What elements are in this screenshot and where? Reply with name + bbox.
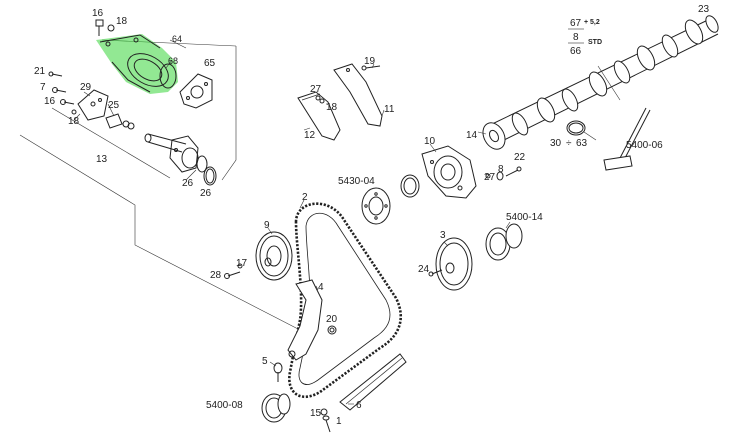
label-63: 63: [576, 138, 588, 149]
label-26b: 26: [200, 188, 212, 199]
washer-18-top[interactable]: [107, 24, 115, 32]
label-21: 21: [34, 66, 46, 77]
label-5430-04: 5430-04: [338, 176, 375, 187]
crank-sprocket-9[interactable]: [255, 231, 293, 281]
sprocket-5430-04[interactable]: [361, 187, 391, 225]
label-1: 1: [336, 416, 342, 427]
label-14: 14: [466, 130, 478, 141]
fraction-std: STD: [588, 39, 602, 46]
bolt-16-top[interactable]: [95, 19, 104, 36]
fraction-leader: [597, 65, 621, 101]
plug-20[interactable]: [327, 325, 337, 335]
fraction-num1: 67: [570, 18, 582, 29]
thermostat-housing-part[interactable]: [96, 34, 178, 94]
sprocket-5400-14[interactable]: [485, 223, 523, 261]
label-13: 13: [96, 154, 108, 165]
label-18c: 18: [326, 102, 338, 113]
chain-guide-12[interactable]: [297, 91, 341, 141]
label-17: 17: [236, 258, 248, 269]
label-15: 15: [310, 408, 322, 419]
bolt-19[interactable]: [361, 65, 381, 71]
o-rings-26[interactable]: [196, 155, 217, 186]
valve-5400-06[interactable]: [603, 107, 651, 171]
chain-guide-6[interactable]: [339, 353, 407, 411]
cam-sprocket-housing-10[interactable]: [421, 145, 477, 199]
label-20: 20: [326, 314, 338, 325]
label-12: 12: [304, 130, 316, 141]
label-28: 28: [210, 270, 222, 281]
label-29: 29: [80, 82, 92, 93]
seal-ring[interactable]: [400, 174, 420, 198]
bolts-15-1[interactable]: [320, 408, 331, 433]
label-30-sep: ÷: [566, 138, 572, 149]
label-68: 68: [168, 56, 178, 66]
fitting-25[interactable]: [105, 113, 135, 130]
label-30: 30: [550, 138, 562, 149]
size-fraction-annotation: 67 + 5,2 8 66 STD: [568, 18, 602, 57]
leader-lines: [73, 39, 597, 405]
camshaft-23[interactable]: [479, 14, 721, 153]
label-8: 8: [498, 164, 504, 175]
label-16b: 16: [44, 96, 56, 107]
label-3: 3: [440, 230, 446, 241]
tensioner-rail-4[interactable]: [287, 279, 323, 361]
bolt-5[interactable]: [273, 362, 283, 382]
bolts-21-7-16[interactable]: [48, 71, 77, 115]
label-9: 9: [264, 220, 270, 231]
chain-guide-11[interactable]: [333, 63, 383, 127]
label-4: 4: [318, 282, 324, 293]
bolt-27-18[interactable]: [315, 95, 325, 104]
label-26a: 26: [182, 178, 194, 189]
label-27: 27: [310, 84, 322, 95]
label-5: 5: [262, 356, 268, 367]
fraction-num2: 8: [573, 32, 579, 43]
water-pipe-13[interactable]: [144, 133, 199, 173]
fraction-plus: + 5,2: [584, 19, 600, 26]
fraction-den: 66: [570, 46, 582, 57]
label-16: 16: [92, 8, 104, 19]
bolts-27-8-22[interactable]: [485, 166, 522, 181]
label-5400-08: 5400-08: [206, 400, 243, 411]
callout-labels: 16 18 64 68 65 21 7 29 16 25 18 13 26 26…: [34, 4, 710, 427]
label-19: 19: [364, 56, 376, 67]
label-64: 64: [172, 34, 182, 44]
cover-plate-29[interactable]: [77, 89, 109, 121]
label-18: 18: [116, 16, 128, 27]
label-23: 23: [698, 4, 710, 15]
label-27b: 27: [484, 172, 496, 183]
label-6: 6: [356, 400, 362, 411]
label-11: 11: [384, 104, 395, 115]
bolts-28-17[interactable]: [224, 263, 243, 279]
ring-30-63[interactable]: [566, 120, 586, 136]
label-18b: 18: [68, 116, 80, 127]
label-24: 24: [418, 264, 430, 275]
label-10: 10: [424, 136, 436, 147]
gasket-65[interactable]: [179, 73, 213, 109]
bolt-24[interactable]: [428, 269, 443, 277]
label-7: 7: [40, 82, 46, 93]
label-65: 65: [204, 58, 216, 69]
label-25: 25: [108, 100, 120, 111]
label-5400-14: 5400-14: [506, 212, 543, 223]
label-22: 22: [514, 152, 526, 163]
label-5400-06: 5400-06: [626, 140, 663, 151]
sprocket-3[interactable]: [435, 237, 473, 291]
label-2: 2: [302, 192, 308, 203]
sprocket-5400-08[interactable]: [261, 393, 291, 423]
